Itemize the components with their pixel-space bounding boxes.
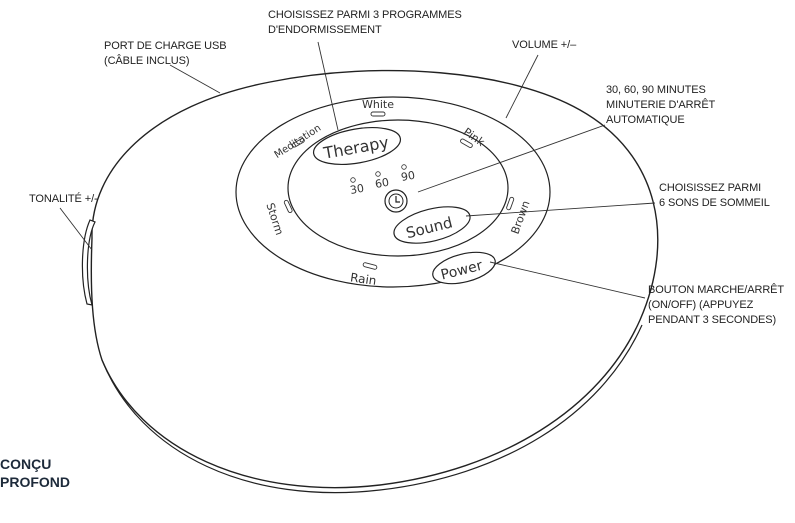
callout-programs-line-2: D'ENDORMISSEMENT <box>268 24 382 36</box>
timer-value-60: 60 <box>374 176 390 191</box>
callout-volume-line-1: VOLUME +/– <box>512 39 577 51</box>
callout-sounds-line-2: 6 SONS DE SOMMEIL <box>659 197 770 209</box>
callout-timer: 30, 60, 90 MINUTES MINUTERIE D'ARRÊT AUT… <box>606 83 715 128</box>
callout-tone: TONALITÉ +/- <box>29 192 98 207</box>
device-bottom-edge <box>101 324 643 494</box>
pink-led <box>460 138 473 148</box>
callout-power-line-3: PENDANT 3 SECONDES) <box>648 314 777 326</box>
inner-control-ring <box>287 119 509 257</box>
callout-timer-line-1: 30, 60, 90 MINUTES <box>606 84 706 96</box>
callout-sounds-line-1: CHOISISSEZ PARMI <box>659 182 762 194</box>
callout-tone-line-1: TONALITÉ +/- <box>29 193 98 205</box>
leader-lines <box>59 41 656 299</box>
leader-programs <box>317 41 339 131</box>
callout-volume: VOLUME +/– <box>512 38 576 53</box>
tagline: CONÇU PROFOND <box>0 455 70 491</box>
tagline-line-1: CONÇU <box>0 456 52 472</box>
clock-icon[interactable] <box>384 189 408 213</box>
callout-power-line-2: (ON/OFF) (APPUYEZ <box>648 299 754 311</box>
rain-led <box>362 262 378 270</box>
leader-tone <box>59 207 93 251</box>
meditation-led <box>292 138 305 148</box>
callout-sleep-sounds: CHOISISSEZ PARMI 6 SONS DE SOMMEIL <box>659 181 770 211</box>
tagline-line-2: PROFOND <box>0 474 70 490</box>
callout-usb-port: PORT DE CHARGE USB (CÂBLE INCLUS) <box>104 39 227 69</box>
outer-control-ring <box>235 96 551 288</box>
timer-indicators: 30 60 90 <box>349 164 416 197</box>
callout-usb-line-2: (CÂBLE INCLUS) <box>104 55 190 67</box>
timer-value-90: 90 <box>400 169 416 184</box>
leader-sounds <box>465 202 656 217</box>
white-led <box>370 111 386 117</box>
therapy-button[interactable]: Therapy <box>311 122 404 171</box>
callout-power-button: BOUTON MARCHE/ARRÊT (ON/OFF) (APPUYEZ PE… <box>648 283 784 328</box>
storm-led <box>283 199 293 213</box>
sound-label-white: White <box>362 98 394 111</box>
leader-usb <box>169 64 221 94</box>
leader-timer <box>417 124 606 193</box>
callout-programs-line-1: CHOISISSEZ PARMI 3 PROGRAMMES <box>268 9 462 21</box>
callout-timer-line-2: MINUTERIE D'ARRÊT <box>606 99 716 111</box>
callout-usb-line-1: PORT DE CHARGE USB <box>104 40 227 52</box>
sound-button[interactable]: Sound <box>390 200 473 250</box>
leader-power <box>489 261 646 299</box>
callout-timer-line-3: AUTOMATIQUE <box>606 114 685 126</box>
callout-sleep-programs: CHOISISSEZ PARMI 3 PROGRAMMES D'ENDORMIS… <box>268 8 462 38</box>
callout-power-line-1: BOUTON MARCHE/ARRÊT <box>648 284 785 296</box>
timer-value-30: 30 <box>349 182 365 197</box>
leader-volume <box>505 54 539 119</box>
sound-label-rain: Rain <box>349 270 377 288</box>
device-body <box>90 69 659 489</box>
brown-led <box>506 196 515 211</box>
